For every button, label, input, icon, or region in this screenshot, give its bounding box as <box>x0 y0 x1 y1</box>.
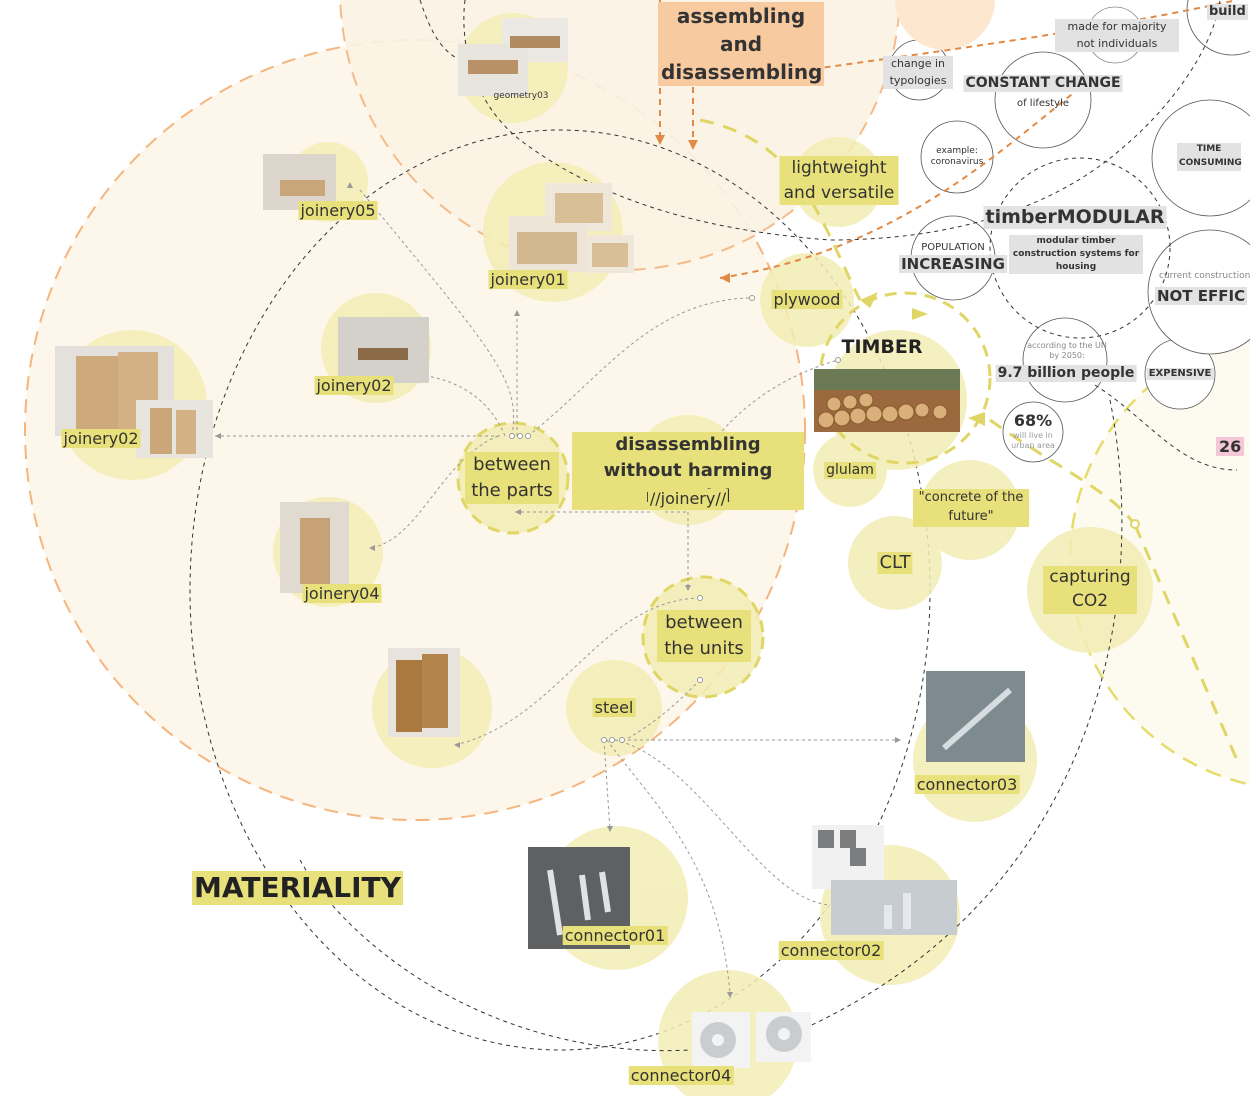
joinery-tag: //joinery// <box>647 489 729 509</box>
expensive: EXPENSIVE <box>1146 368 1214 380</box>
joinery01-label[interactable]: joinery01 <box>488 270 568 290</box>
connector04-label[interactable]: connector04 <box>628 1066 734 1086</box>
plywood-node[interactable]: plywood <box>771 290 843 310</box>
joinery02-small-label[interactable]: joinery02 <box>314 376 394 396</box>
change-typologies: change in typologies <box>883 56 953 89</box>
time-consuming: TIME CONSUMING <box>1177 143 1242 171</box>
number-26: 26 <box>1216 437 1245 457</box>
current-construction: current construction <box>1159 271 1250 281</box>
connector03-label[interactable]: connector03 <box>914 775 1020 795</box>
materiality-title[interactable]: MATERIALITY <box>192 871 403 905</box>
modular-subtitle: modular timber construction systems for … <box>1009 235 1143 275</box>
right-cluster-circle <box>1068 334 1250 786</box>
billion-people: 9.7 billion people <box>995 365 1137 382</box>
joinery02-large-label[interactable]: joinery02 <box>61 429 141 449</box>
joinery04-label[interactable]: joinery04 <box>302 584 382 604</box>
photo-thumbnails <box>55 18 1025 1068</box>
glulam-node[interactable]: glulam <box>824 462 876 479</box>
geometry03-label[interactable]: geometry03 <box>493 91 549 101</box>
of-lifestyle: of lifestyle <box>1016 98 1070 109</box>
constant-change: CONSTANT CHANGE <box>963 75 1123 92</box>
percent-68: 68% <box>1013 411 1053 430</box>
lightweight-node[interactable]: lightweight and versatile <box>779 156 899 206</box>
clt-node[interactable]: CLT <box>877 552 913 574</box>
timber-modular: timberMODULAR <box>983 206 1167 229</box>
connector02-label[interactable]: connector02 <box>778 941 884 961</box>
assembling-node[interactable]: assembling and disassembling <box>658 2 824 86</box>
build-label: build <box>1207 4 1248 20</box>
timber-node[interactable]: TIMBER <box>841 336 923 358</box>
capturing-co2-node[interactable]: capturing CO2 <box>1043 566 1137 614</box>
increasing: INCREASING <box>899 255 1007 273</box>
example-coronavirus: example: coronavirus <box>930 146 984 167</box>
between-parts-node[interactable]: between the parts <box>465 452 559 505</box>
between-units-node[interactable]: between the units <box>657 610 751 663</box>
according-un: according to the UN by 2050: <box>1027 341 1107 360</box>
urban-area-note: will live in urban area <box>1011 431 1055 450</box>
joinery05-label[interactable]: joinery05 <box>298 201 378 221</box>
population: POPULATION <box>921 242 985 253</box>
not-efficient: NOT EFFIC <box>1155 287 1248 305</box>
made-for-majority: made for majority not individuals <box>1055 19 1179 52</box>
concrete-future-node[interactable]: "concrete of the future" <box>913 489 1029 527</box>
connector01-label[interactable]: connector01 <box>562 926 668 946</box>
steel-node[interactable]: steel <box>592 698 636 718</box>
